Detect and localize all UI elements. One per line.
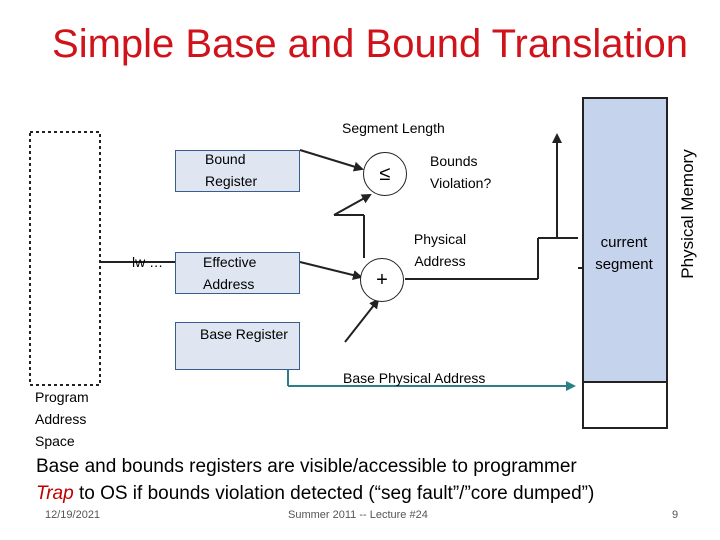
effective-to-adder-arrow xyxy=(299,261,363,280)
bound-register-label: Bound Register xyxy=(205,151,258,189)
footer-page-number: 9 xyxy=(672,509,679,521)
current-segment-region xyxy=(582,97,668,383)
compare-operator: ≤ xyxy=(363,152,407,196)
effective-address-register xyxy=(175,252,300,294)
adder-operator: + xyxy=(360,258,404,302)
physical-memory-label: Physical Memory xyxy=(678,149,697,279)
adder-symbol: + xyxy=(376,268,388,291)
footer-course: Summer 2011 -- Lecture #24 xyxy=(288,509,428,521)
bounds-violation-label: Bounds Violation? xyxy=(430,153,492,191)
trap-word: Trap xyxy=(36,483,74,504)
base-to-adder-arrow xyxy=(344,298,380,343)
effective-address-label: Effective Address xyxy=(203,254,257,292)
current-segment-label: current segment xyxy=(595,234,653,273)
program-address-space-box xyxy=(29,131,101,386)
base-register xyxy=(175,322,300,370)
compare-symbol: ≤ xyxy=(379,162,391,185)
bullet-trap: Trap to OS if bounds violation detected … xyxy=(36,480,594,507)
base-physical-address-label: Base Physical Address xyxy=(343,370,486,386)
program-address-space-label: Program Address Space xyxy=(35,389,89,449)
footer-date: 12/19/2021 xyxy=(45,509,101,521)
base-register-label: Base Register xyxy=(200,326,288,342)
bullet-registers-visible: Base and bounds registers are visible/ac… xyxy=(36,456,577,477)
bound-to-compare-arrow xyxy=(299,149,364,172)
bound-register xyxy=(175,150,300,192)
physical-address-label: Physical Address xyxy=(413,231,467,269)
trap-rest: to OS if bounds violation detected (“seg… xyxy=(73,483,595,504)
adder-to-compare-arrow xyxy=(333,194,372,216)
lw-instruction-label: lw … xyxy=(132,254,164,270)
slide-title: Simple Base and Bound Translation xyxy=(52,22,688,66)
segment-length-label: Segment Length xyxy=(342,120,445,136)
